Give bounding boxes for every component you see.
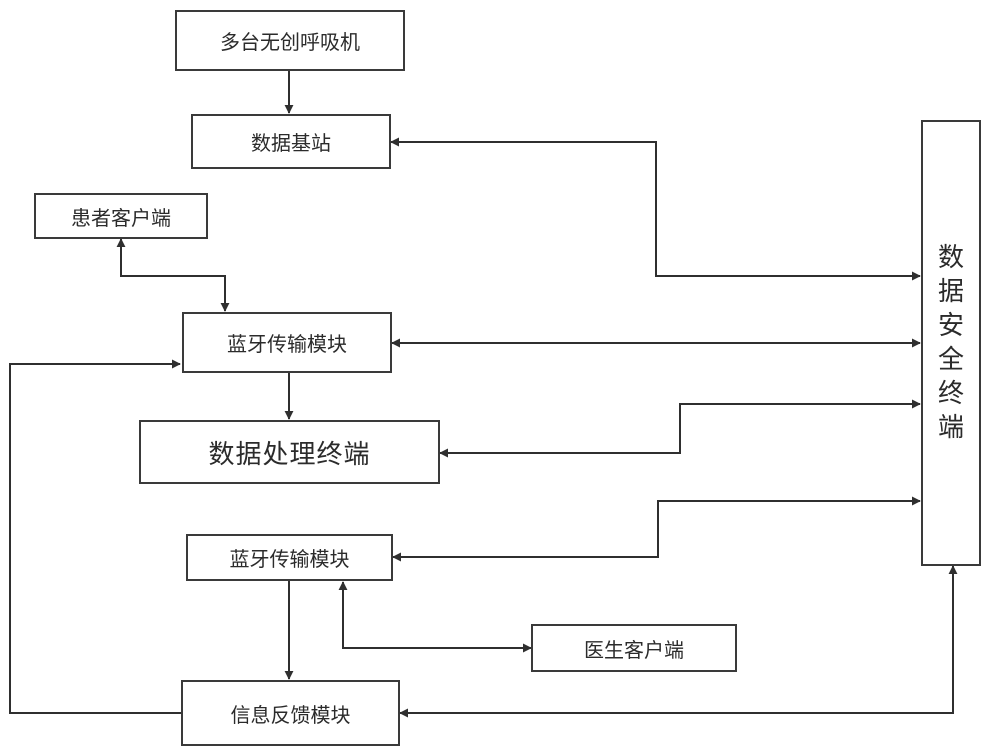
node-ventilators: 多台无创呼吸机 [175, 10, 405, 71]
node-label-char: 端 [937, 413, 964, 443]
node-info-feedback-module: 信息反馈模块 [181, 680, 400, 746]
node-label: 医生客户端 [584, 637, 684, 662]
node-bluetooth-module-1: 蓝牙传输模块 [182, 312, 392, 373]
node-bluetooth-module-2: 蓝牙传输模块 [186, 534, 393, 581]
node-data-security-terminal: 数 据 安 全 终 端 [921, 120, 981, 566]
node-label-char: 安 [937, 311, 964, 341]
node-label: 患者客户端 [71, 205, 171, 230]
node-label-char: 数 [937, 243, 964, 273]
edge-patient-bluetooth1 [116, 238, 230, 312]
node-label-char: 据 [937, 277, 964, 307]
node-label: 数据基站 [251, 131, 331, 155]
edge-processing-security [439, 399, 921, 458]
edge-bluetooth2-doctor [338, 581, 532, 653]
node-label-char: 终 [937, 379, 964, 409]
node-label: 蓝牙传输模块 [229, 547, 350, 571]
node-label: 多台无创呼吸机 [220, 30, 360, 54]
node-data-base-station: 数据基站 [191, 114, 391, 169]
node-label: 蓝牙传输模块 [227, 332, 347, 356]
edge-feedback-to-bluetooth1 [9, 359, 181, 714]
node-label-char: 全 [937, 345, 964, 375]
edge-bluetooth2-security [392, 496, 921, 562]
node-data-processing-terminal: 数据处理终端 [139, 420, 440, 484]
node-label: 信息反馈模块 [230, 702, 351, 727]
edge-base-station-security [390, 137, 921, 281]
node-patient-client: 患者客户端 [34, 193, 208, 239]
node-label: 数据处理终端 [208, 439, 371, 470]
edge-feedback-security [399, 565, 958, 718]
node-doctor-client: 医生客户端 [531, 624, 737, 672]
